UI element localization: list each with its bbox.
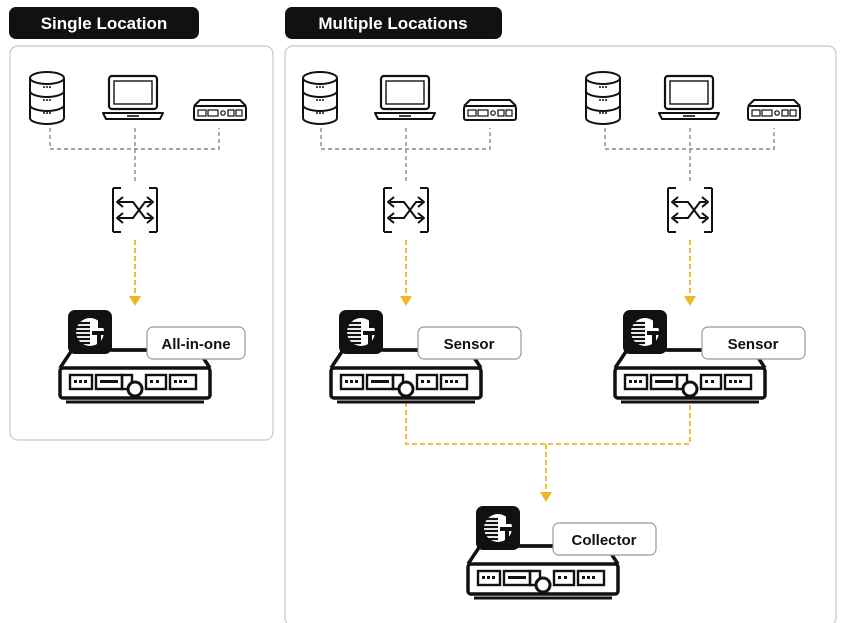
sensor-label-box [417,326,522,360]
switch-icon [383,187,429,233]
sensor-label: Sensor [728,336,779,353]
laptop-icon [373,74,437,121]
collector-label-box [552,522,657,556]
all-in-one-appliance: All-in-one [58,308,246,404]
laptop-icon [101,74,165,121]
sensor-label: Sensor [444,336,495,353]
device-connectors [49,128,775,182]
network-device-icon [193,99,247,121]
switch-icon [667,187,713,233]
data-flow-lines [134,240,691,492]
single-location-tab: Single Location [9,7,199,39]
single-location-title: Single Location [41,14,168,33]
sensor-appliance: Sensor [329,308,522,404]
network-device-icon [747,99,801,121]
collector-appliance: Collector [466,504,657,600]
sensor-appliance: Sensor [613,308,806,404]
greynoise-logo-icon [474,504,522,552]
multiple-locations-title: Multiple Locations [318,14,467,33]
network-device-icon [463,99,517,121]
all-in-one-label: All-in-one [161,336,230,353]
switch-icon [112,187,158,233]
greynoise-logo-icon [621,308,669,356]
greynoise-logo-icon [66,308,114,356]
appliance-label-box [146,326,246,360]
data-flow-arrowheads [129,296,696,502]
greynoise-logo-icon [337,308,385,356]
laptop-icon [657,74,721,121]
sensor-label-box [701,326,806,360]
collector-label: Collector [571,532,636,549]
multiple-locations-tab: Multiple Locations [285,7,502,39]
